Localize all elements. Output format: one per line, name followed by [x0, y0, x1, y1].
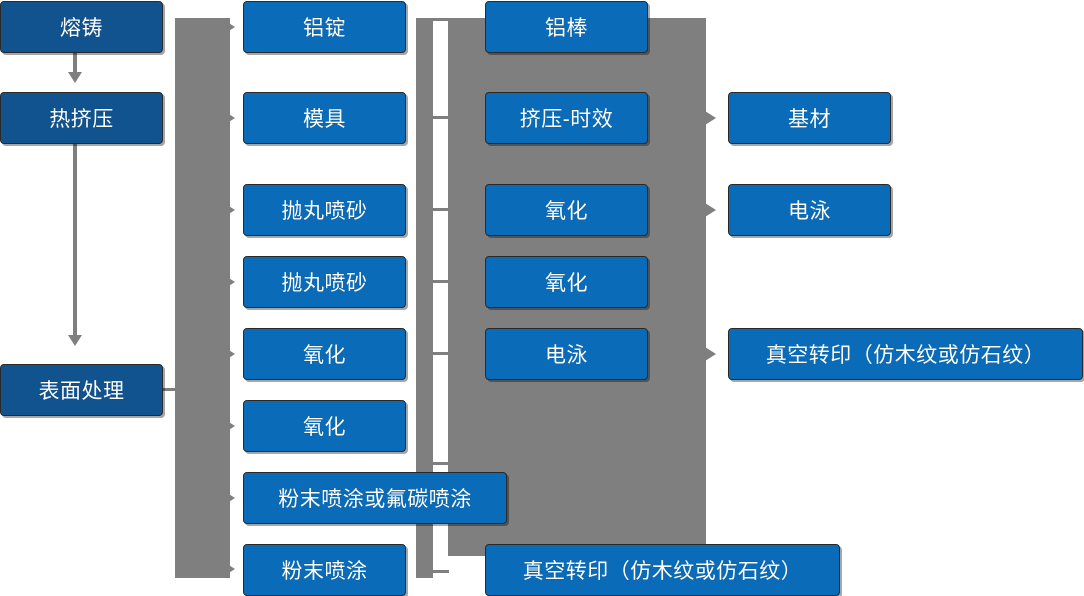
node-mat-1-label: 铝锭: [303, 17, 346, 40]
node-proc-6-label: 真空转印（仿木纹或仿石纹）: [522, 560, 803, 583]
arrow-to-mat-5: [224, 347, 235, 361]
tick-separator-3: [433, 208, 449, 211]
node-mat-8[interactable]: 粉末喷涂: [243, 544, 406, 596]
node-proc-3-label: 氧化: [545, 200, 588, 223]
connector-stub-stage-3: [163, 388, 193, 391]
node-res-1[interactable]: 基材: [728, 92, 891, 144]
arrow-to-res-1: [705, 111, 716, 125]
node-mat-7[interactable]: 粉末喷涂或氟碳喷涂: [243, 472, 507, 524]
arrow-to-res-2: [705, 203, 716, 217]
arrow-to-mat-3: [224, 203, 235, 217]
node-stage-1-label: 熔铸: [60, 17, 103, 40]
node-stage-3-label: 表面处理: [38, 380, 125, 403]
node-proc-6[interactable]: 真空转印（仿木纹或仿石纹）: [485, 544, 840, 596]
node-mat-7-label: 粉末喷涂或氟碳喷涂: [278, 488, 472, 511]
node-stage-2[interactable]: 热挤压: [0, 92, 163, 144]
node-res-3[interactable]: 真空转印（仿木纹或仿石纹）: [728, 328, 1083, 380]
node-stage-3[interactable]: 表面处理: [0, 364, 163, 416]
arrow-to-mat-1: [224, 20, 235, 34]
tick-separator-4: [433, 280, 449, 283]
node-mat-6[interactable]: 氧化: [243, 400, 406, 452]
node-mat-4-label: 抛丸喷砂: [281, 272, 368, 295]
node-proc-2-label: 挤压-时效: [519, 108, 614, 131]
node-proc-4[interactable]: 氧化: [485, 256, 648, 308]
arrow-down-to-stage-3: [68, 335, 82, 346]
arrow-stem-stage-1-to-2: [73, 52, 77, 74]
tick-separator-1: [433, 18, 449, 21]
connector-bar-material-side: [416, 18, 433, 578]
node-mat-3-label: 抛丸喷砂: [281, 200, 368, 223]
node-proc-1-label: 铝棒: [545, 17, 588, 40]
node-mat-2-label: 模具: [303, 108, 346, 131]
node-proc-5-label: 电泳: [545, 344, 588, 367]
connector-spine-stage-to-material: [175, 18, 230, 578]
node-stage-2-label: 热挤压: [49, 108, 114, 131]
tick-separator-7: [433, 570, 449, 573]
node-mat-2[interactable]: 模具: [243, 92, 406, 144]
node-proc-3[interactable]: 氧化: [485, 184, 648, 236]
node-res-3-label: 真空转印（仿木纹或仿石纹）: [765, 344, 1046, 367]
node-proc-5[interactable]: 电泳: [485, 328, 648, 380]
node-res-1-label: 基材: [788, 108, 831, 131]
node-stage-1[interactable]: 熔铸: [0, 1, 163, 53]
node-mat-5[interactable]: 氧化: [243, 328, 406, 380]
arrow-down-to-stage-2: [68, 72, 82, 83]
node-mat-4[interactable]: 抛丸喷砂: [243, 256, 406, 308]
node-proc-2[interactable]: 挤压-时效: [485, 92, 648, 144]
node-mat-1[interactable]: 铝锭: [243, 1, 406, 53]
node-res-2-label: 电泳: [788, 200, 831, 223]
arrow-to-mat-4: [224, 275, 235, 289]
arrow-to-res-3: [705, 347, 716, 361]
node-mat-5-label: 氧化: [303, 344, 346, 367]
node-proc-4-label: 氧化: [545, 272, 588, 295]
arrow-to-mat-6: [224, 419, 235, 433]
arrow-to-mat-8: [224, 562, 235, 576]
tick-separator-5: [433, 352, 449, 355]
arrow-to-mat-2: [224, 111, 235, 125]
arrow-stem-stage-2-to-3: [73, 143, 77, 337]
tick-separator-2: [433, 116, 449, 119]
node-mat-6-label: 氧化: [303, 416, 346, 439]
node-proc-1[interactable]: 铝棒: [485, 1, 648, 53]
node-mat-8-label: 粉末喷涂: [281, 560, 368, 583]
node-mat-3[interactable]: 抛丸喷砂: [243, 184, 406, 236]
arrow-to-mat-7: [224, 491, 235, 505]
connector-gap-stage-left: [163, 0, 175, 596]
node-res-2[interactable]: 电泳: [728, 184, 891, 236]
tick-separator-6: [416, 462, 449, 465]
